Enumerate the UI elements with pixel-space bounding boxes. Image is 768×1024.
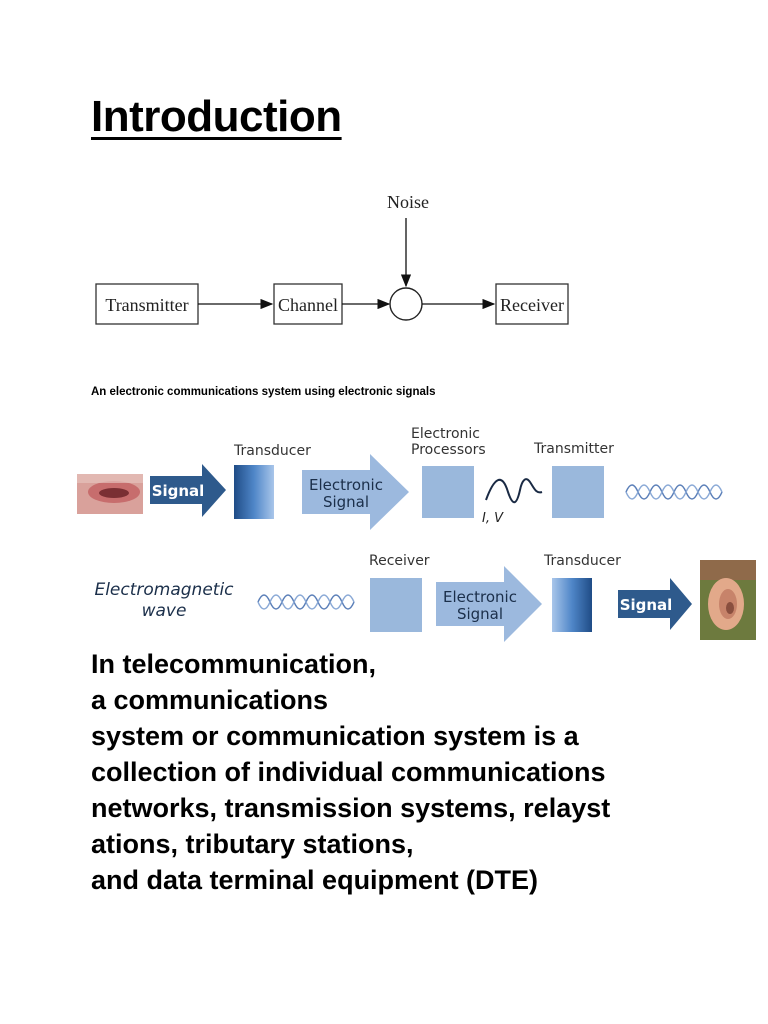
transducer-bottom xyxy=(552,578,592,632)
channel-label: Channel xyxy=(278,295,338,315)
noise-label: Noise xyxy=(387,192,429,212)
body-line: collection of individual communications xyxy=(91,757,606,787)
transmitter-label: Transmitter xyxy=(105,295,188,315)
body-line: a communications xyxy=(91,685,329,715)
transducer-top-label: Transducer xyxy=(233,443,311,459)
em-wave-label-line1: Electromagnetic xyxy=(94,580,234,600)
processors-label-line2: Processors xyxy=(411,442,486,458)
svg-text:Electronic: Electronic xyxy=(309,476,383,494)
transmitter-block xyxy=(95,283,199,325)
processors-label-line1: Electronic xyxy=(411,426,480,442)
em-wave-bottom xyxy=(257,594,355,610)
body-line: system or communication system is a xyxy=(91,721,579,751)
electronic-signal-arrow-bottom: Electronic Signal xyxy=(436,566,542,642)
channel-block xyxy=(273,283,343,325)
svg-text:Signal: Signal xyxy=(152,482,205,500)
svg-text:Signal: Signal xyxy=(323,493,369,511)
block-diagram: Transmitter Channel Noise Receiver xyxy=(95,192,569,325)
transmitter-box xyxy=(552,466,604,518)
signal-arrow-bottom: Signal xyxy=(618,578,692,630)
body-line: networks, transmission systems, relayst xyxy=(91,793,611,823)
transducer-bottom-label: Transducer xyxy=(543,553,621,569)
electronic-signal-arrow-top: Electronic Signal xyxy=(302,454,409,530)
em-wave-top xyxy=(625,484,723,500)
mouth-image xyxy=(77,474,143,514)
figure-caption: An electronic communications system usin… xyxy=(91,386,436,398)
iv-label: I, V xyxy=(482,511,504,526)
body-line: and data terminal equipment (DTE) xyxy=(91,865,539,895)
svg-text:Signal: Signal xyxy=(457,605,503,623)
receiver-box xyxy=(370,578,422,632)
signal-arrow-top: Signal xyxy=(150,464,226,517)
flow-diagram: Signal Transducer Electronic Signal Elec… xyxy=(77,426,756,642)
receiver-bottom-label: Receiver xyxy=(369,553,430,569)
svg-text:Electronic: Electronic xyxy=(443,588,517,606)
body-line: ations, tributary stations, xyxy=(91,829,414,859)
receiver-label: Receiver xyxy=(500,295,564,315)
processor-box xyxy=(422,466,474,518)
em-wave-label-line2: wave xyxy=(142,601,187,621)
receiver-block xyxy=(495,283,569,325)
page-title: Introduction xyxy=(91,92,342,141)
svg-text:Signal: Signal xyxy=(620,596,673,614)
summing-node xyxy=(389,287,423,321)
ear-image xyxy=(700,560,756,640)
body-paragraph: In telecommunication, a communications s… xyxy=(91,646,731,898)
transmitter-top-label: Transmitter xyxy=(533,441,614,457)
body-line: In telecommunication, xyxy=(91,649,377,679)
iv-waveform xyxy=(485,478,543,504)
transducer-top xyxy=(234,465,274,519)
